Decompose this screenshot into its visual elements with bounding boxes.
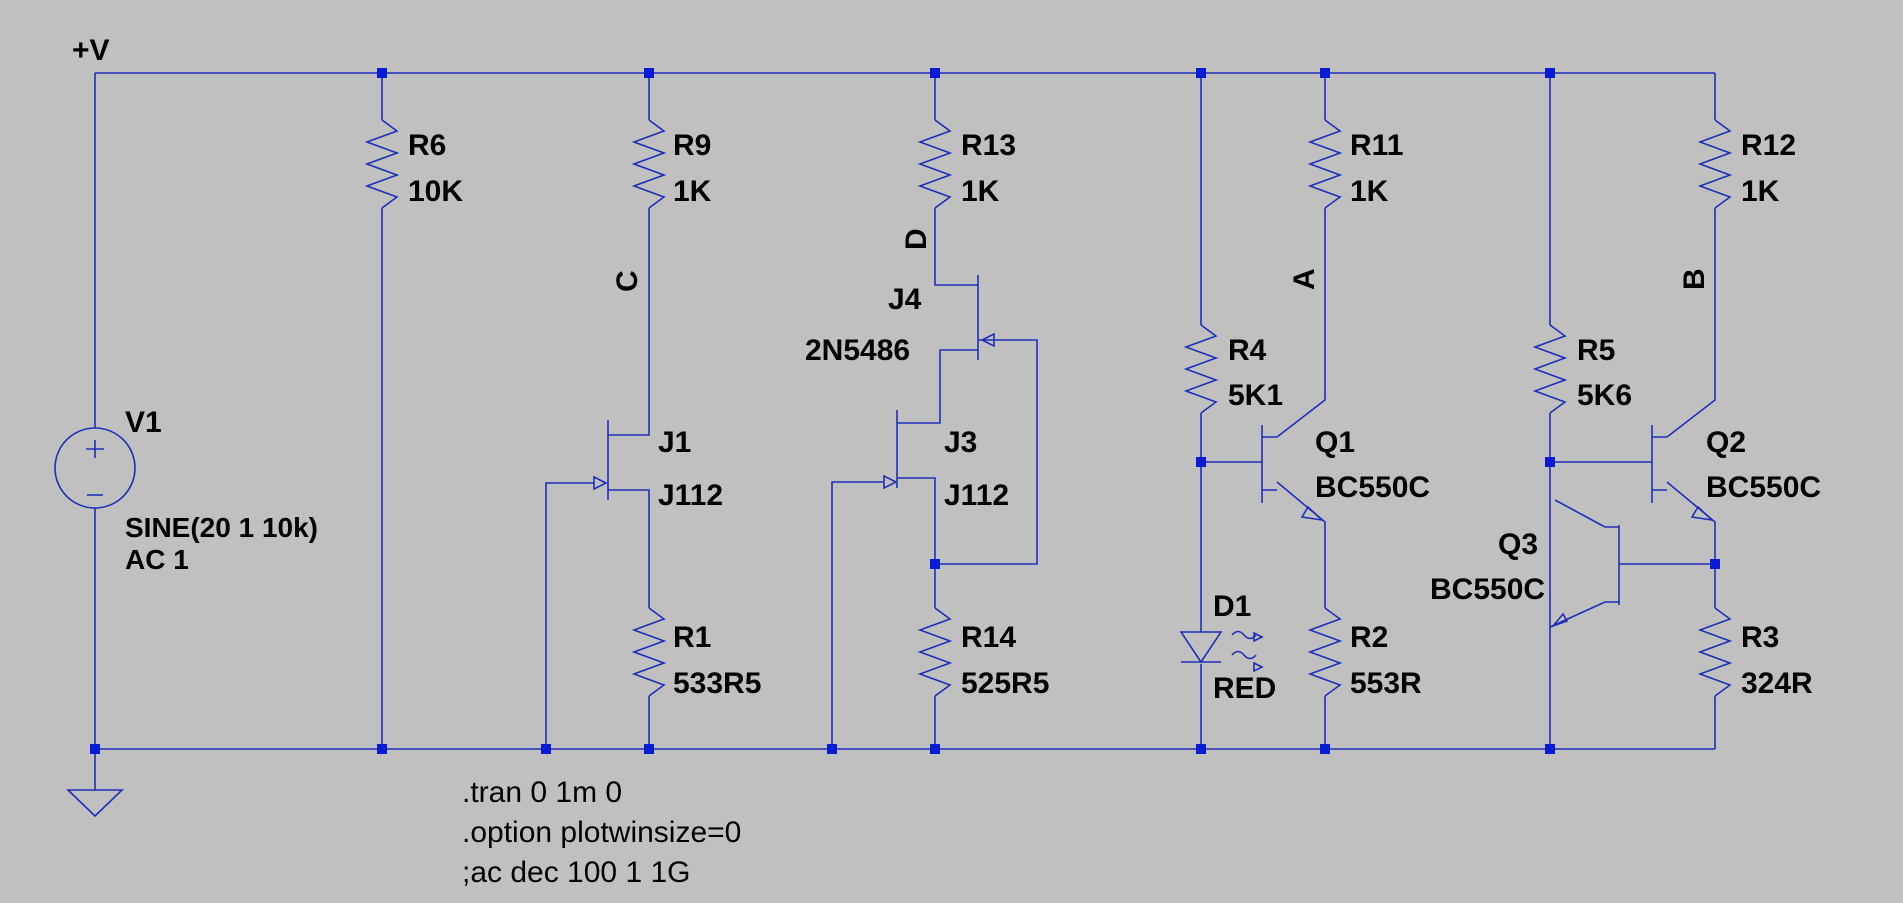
r14-ref: R14 <box>961 621 1016 654</box>
d1-value: RED <box>1213 672 1276 705</box>
r11-value: 1K <box>1350 175 1389 208</box>
q2-value: BC550C <box>1706 471 1821 504</box>
resistor-r13-symbol[interactable] <box>917 119 953 209</box>
q3-ref: Q3 <box>1498 528 1538 561</box>
r4-ref: R4 <box>1228 334 1267 367</box>
resistor-r14-symbol[interactable] <box>917 607 953 697</box>
r6-value: 10K <box>408 175 463 208</box>
r12-ref: R12 <box>1741 129 1796 162</box>
resistor-r6-symbol[interactable] <box>364 119 400 209</box>
wire-r11-q1[interactable] <box>1276 73 1326 749</box>
bjt-q3-symbol[interactable] <box>1550 525 1620 628</box>
q2-ref: Q2 <box>1706 426 1746 459</box>
net-label-c: C <box>611 270 644 292</box>
wire-j3-gate[interactable] <box>831 481 884 749</box>
wire-r5-q3[interactable] <box>1549 73 1606 749</box>
r4-value: 5K1 <box>1228 379 1283 412</box>
v1-value2: AC 1 <box>125 544 189 575</box>
net-label-a: A <box>1288 268 1321 290</box>
jfet-j1-symbol[interactable] <box>593 420 609 500</box>
wire-r13-j4[interactable] <box>897 73 978 749</box>
r11-ref: R11 <box>1350 129 1403 162</box>
resistor-r2-symbol[interactable] <box>1307 607 1343 697</box>
led-d1-symbol[interactable] <box>1179 630 1264 673</box>
resistor-r11-symbol[interactable] <box>1307 119 1343 209</box>
v1-ref: V1 <box>125 406 162 439</box>
wire-j4-gate-loop[interactable] <box>935 339 1038 565</box>
resistor-r3-symbol[interactable] <box>1697 607 1733 697</box>
wire-r12-q2[interactable] <box>1666 73 1716 749</box>
r2-value: 553R <box>1350 667 1422 700</box>
wires <box>94 72 1716 790</box>
q1-value: BC550C <box>1315 471 1430 504</box>
ground-icon[interactable] <box>66 789 124 818</box>
jfet-j3-symbol[interactable] <box>883 410 898 490</box>
r9-ref: R9 <box>673 129 711 162</box>
jfet-j4-symbol[interactable] <box>977 275 995 360</box>
net-label-supply: +V <box>72 34 110 67</box>
j4-ref: J4 <box>888 283 922 316</box>
j4-value: 2N5486 <box>805 334 910 367</box>
d1-ref: D1 <box>1213 590 1251 623</box>
wire-q3-collector[interactable] <box>1554 499 1606 528</box>
r5-ref: R5 <box>1577 334 1615 367</box>
j3-ref: J3 <box>944 426 977 459</box>
r5-value: 5K6 <box>1577 379 1632 412</box>
resistor-r12-symbol[interactable] <box>1697 119 1733 209</box>
junctions <box>90 68 1720 754</box>
bjts <box>1261 425 1715 628</box>
r14-value: 525R5 <box>961 667 1049 700</box>
light-emission-icon <box>1231 630 1257 660</box>
resistor-r4-symbol[interactable] <box>1183 324 1219 414</box>
directive-tran[interactable]: .tran 0 1m 0 <box>462 776 622 809</box>
q1-ref: Q1 <box>1315 426 1355 459</box>
r13-ref: R13 <box>961 129 1016 162</box>
voltage-source-v1-symbol[interactable] <box>54 427 136 509</box>
wire-r9-j1-r1[interactable] <box>608 73 650 749</box>
r3-value: 324R <box>1741 667 1813 700</box>
bjt-q1-symbol[interactable] <box>1261 425 1325 522</box>
j1-value: J112 <box>658 479 723 512</box>
j1-ref: J1 <box>658 426 691 459</box>
r1-value: 533R5 <box>673 667 761 700</box>
r1-ref: R1 <box>673 621 711 654</box>
net-label-b: B <box>1678 268 1711 290</box>
q3-value: BC550C <box>1430 573 1545 606</box>
r3-ref: R3 <box>1741 621 1779 654</box>
r2-ref: R2 <box>1350 621 1388 654</box>
r6-ref: R6 <box>408 129 446 162</box>
bjt-q2-symbol[interactable] <box>1651 425 1715 522</box>
jfets <box>593 275 995 500</box>
j3-value: J112 <box>944 479 1009 512</box>
resistors <box>364 119 1733 697</box>
r9-value: 1K <box>673 175 712 208</box>
resistor-r1-symbol[interactable] <box>631 607 667 697</box>
resistor-r5-symbol[interactable] <box>1532 324 1568 414</box>
v1-value: SINE(20 1 10k) <box>125 512 318 543</box>
r12-value: 1K <box>1741 175 1780 208</box>
directive-ac[interactable]: ;ac dec 100 1 1G <box>462 856 691 889</box>
net-label-d: D <box>900 228 933 250</box>
wire-j1-gate[interactable] <box>545 482 594 749</box>
r13-value: 1K <box>961 175 1000 208</box>
directive-option[interactable]: .option plotwinsize=0 <box>462 816 741 849</box>
resistor-r9-symbol[interactable] <box>631 119 667 209</box>
